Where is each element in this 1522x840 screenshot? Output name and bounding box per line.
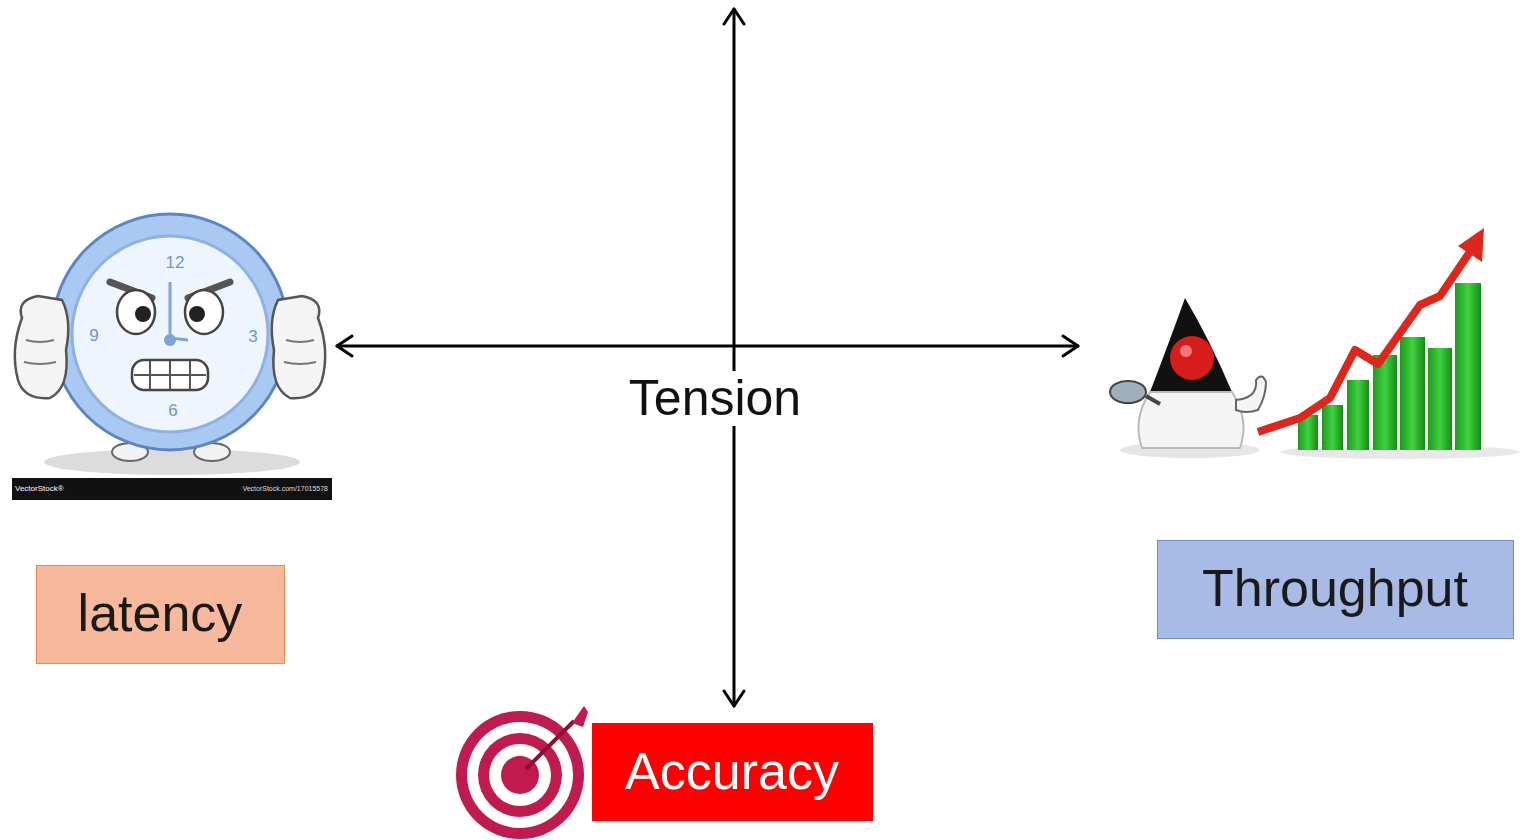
metric-box: Throughput bbox=[1157, 540, 1514, 639]
axis-title: Tension bbox=[625, 371, 805, 426]
clock-numeral: 9 bbox=[89, 327, 98, 346]
watermark: VectorStock® bbox=[15, 485, 64, 494]
box-label: latency bbox=[78, 585, 243, 642]
growth-chart-icon bbox=[1258, 228, 1520, 459]
target-icon bbox=[456, 706, 588, 839]
duke-mascot-icon bbox=[1110, 298, 1266, 458]
clock-numeral: 12 bbox=[166, 254, 185, 273]
clock-numeral: 3 bbox=[248, 328, 257, 347]
box-label: Accuracy bbox=[625, 743, 839, 800]
tension-axes bbox=[337, 9, 1078, 706]
metric-box: Accuracy bbox=[592, 723, 873, 821]
angry-clock-icon bbox=[12, 214, 332, 500]
watermark: VectorStock.com/17015578 bbox=[242, 485, 328, 493]
clock-numeral: 6 bbox=[168, 402, 177, 421]
metric-box: latency bbox=[36, 565, 285, 664]
box-label: Throughput bbox=[1202, 560, 1468, 617]
